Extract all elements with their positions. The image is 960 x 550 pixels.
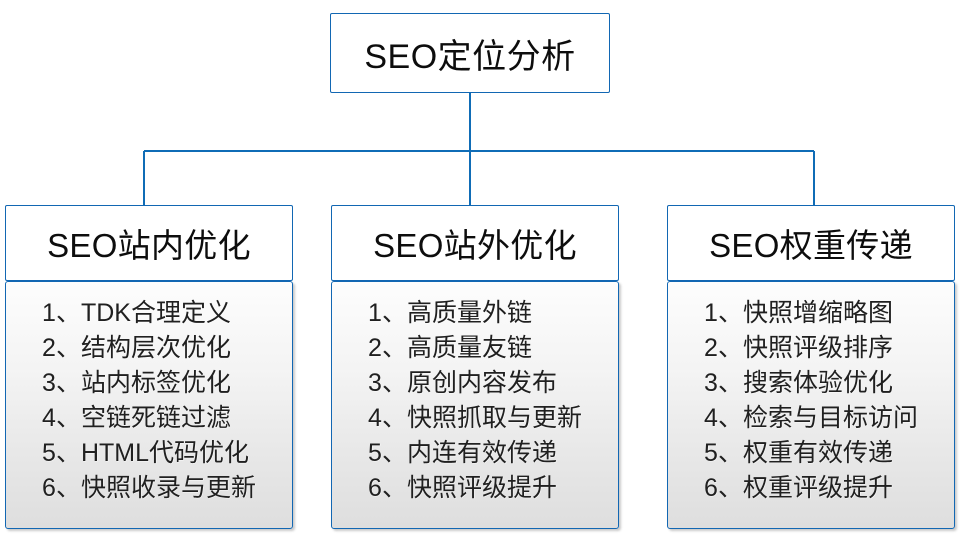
list-item: 4、快照抓取与更新 bbox=[368, 404, 582, 432]
list-item: 1、高质量外链 bbox=[368, 299, 532, 327]
list-item: 5、HTML代码优化 bbox=[42, 439, 250, 467]
branch-header-label-1: SEO站内优化 bbox=[47, 227, 251, 264]
branch-body-3: 1、快照增缩略图 2、快照评级排序 3、搜索体验优化 4、检索与目标访问 5、权… bbox=[667, 281, 955, 529]
list-item: 5、权重有效传递 bbox=[704, 439, 893, 467]
list-item: 3、原创内容发布 bbox=[368, 369, 557, 397]
branch-list-3: 1、快照增缩略图 2、快照评级排序 3、搜索体验优化 4、检索与目标访问 5、权… bbox=[704, 296, 918, 506]
list-item: 6、权重评级提升 bbox=[704, 474, 893, 502]
branch-header-3[interactable]: SEO权重传递 bbox=[667, 205, 955, 281]
list-item: 3、搜索体验优化 bbox=[704, 369, 893, 397]
branch-column-1: SEO站内优化 1、TDK合理定义 2、结构层次优化 3、站内标签优化 4、空链… bbox=[5, 205, 293, 529]
list-item: 4、检索与目标访问 bbox=[704, 404, 918, 432]
list-item: 1、快照增缩略图 bbox=[704, 299, 893, 327]
root-node-label: SEO定位分析 bbox=[364, 37, 576, 76]
branch-column-3: SEO权重传递 1、快照增缩略图 2、快照评级排序 3、搜索体验优化 4、检索与… bbox=[667, 205, 955, 529]
branch-list-1: 1、TDK合理定义 2、结构层次优化 3、站内标签优化 4、空链死链过滤 5、H… bbox=[42, 296, 256, 506]
list-item: 2、快照评级排序 bbox=[704, 334, 893, 362]
list-item: 1、TDK合理定义 bbox=[42, 299, 231, 327]
branch-header-label-2: SEO站外优化 bbox=[373, 227, 577, 264]
list-item: 2、结构层次优化 bbox=[42, 334, 231, 362]
list-item: 5、内连有效传递 bbox=[368, 439, 557, 467]
branch-body-2: 1、高质量外链 2、高质量友链 3、原创内容发布 4、快照抓取与更新 5、内连有… bbox=[331, 281, 619, 529]
branch-list-2: 1、高质量外链 2、高质量友链 3、原创内容发布 4、快照抓取与更新 5、内连有… bbox=[368, 296, 582, 506]
list-item: 4、空链死链过滤 bbox=[42, 404, 231, 432]
branch-column-2: SEO站外优化 1、高质量外链 2、高质量友链 3、原创内容发布 4、快照抓取与… bbox=[331, 205, 619, 529]
branch-header-1[interactable]: SEO站内优化 bbox=[5, 205, 293, 281]
branch-header-2[interactable]: SEO站外优化 bbox=[331, 205, 619, 281]
list-item: 6、快照收录与更新 bbox=[42, 474, 256, 502]
list-item: 6、快照评级提升 bbox=[368, 474, 557, 502]
list-item: 3、站内标签优化 bbox=[42, 369, 231, 397]
list-item: 2、高质量友链 bbox=[368, 334, 532, 362]
branch-body-1: 1、TDK合理定义 2、结构层次优化 3、站内标签优化 4、空链死链过滤 5、H… bbox=[5, 281, 293, 529]
root-node[interactable]: SEO定位分析 bbox=[330, 13, 610, 93]
branch-header-label-3: SEO权重传递 bbox=[709, 227, 913, 264]
